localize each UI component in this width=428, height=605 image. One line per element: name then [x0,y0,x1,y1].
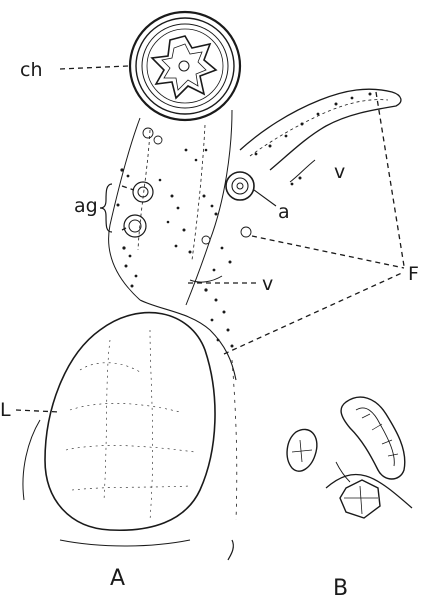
cell-nuclei [117,93,372,348]
label-ch: ch [20,59,43,81]
vessel-strand-upper [240,89,401,182]
panel-label-a: A [110,566,125,591]
notochord-structure [130,12,240,120]
label-v-upper: v [334,161,345,183]
capillaries [143,128,251,282]
panel-label-b: B [333,576,348,601]
artery-group-ag [124,182,153,237]
lower-strand [228,360,237,560]
artery-a [226,172,254,200]
label-L: L [0,399,11,421]
liver-lobe [23,313,215,546]
label-ag: ag [74,195,98,217]
panel-b-tubules [287,397,412,518]
label-v-lower: v [262,273,273,295]
label-F: F [408,263,419,285]
label-a: a [278,201,290,223]
